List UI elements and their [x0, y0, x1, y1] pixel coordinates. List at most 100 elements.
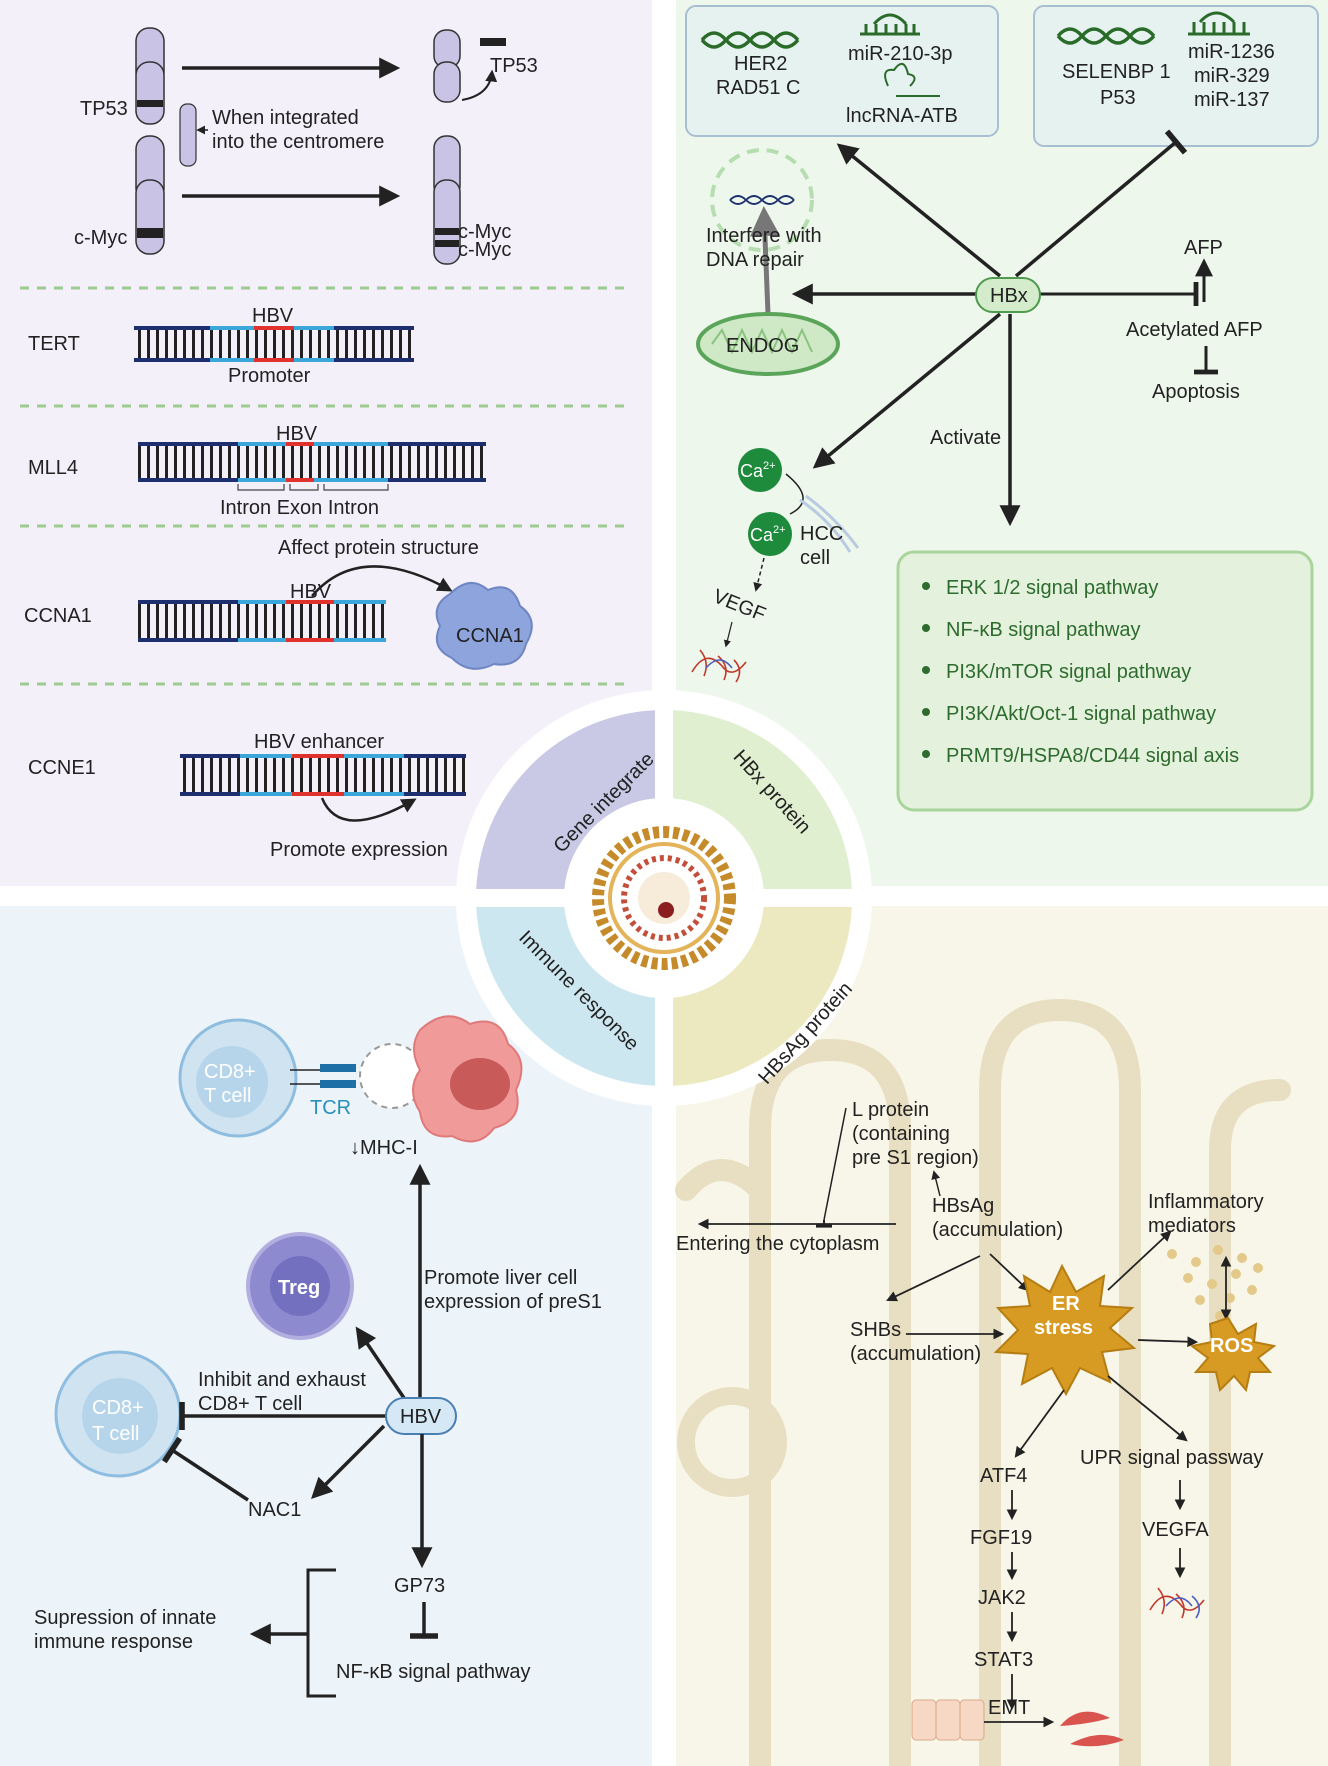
afp-label: AFP [1184, 237, 1223, 259]
box1-rna-1: miR-210-3p [848, 43, 952, 65]
ccna1-protein-blob [435, 582, 533, 670]
endog-label: ENDOG [726, 335, 799, 357]
acetylated-afp-label: Acetylated AFP [1126, 319, 1263, 341]
tp53-fragment [480, 38, 506, 46]
ccna1-affect-arrow [311, 565, 453, 597]
ca-ion-1 [738, 448, 782, 492]
tert-label: TERT [28, 333, 80, 355]
inflammatory-label: Inflammatory mediators [1148, 1191, 1269, 1237]
dna-icon-1 [700, 31, 800, 49]
gp73-label: GP73 [394, 1575, 445, 1597]
ccna1-dna [138, 600, 386, 642]
lncrna-icon [884, 63, 940, 97]
tp53-release-arrow [461, 69, 498, 101]
hbv-to-treg-arrow [355, 1326, 406, 1399]
cd8-top-label: CD8+ T cell [204, 1061, 261, 1107]
pathways-box [896, 550, 1314, 812]
ccna1-affect-label: Affect protein structure [278, 537, 479, 559]
mll4-hbv-label: HBV [276, 423, 318, 445]
cd8-bottom-label: CD8+ T cell [92, 1397, 149, 1445]
box2-gene-2: P53 [1100, 87, 1136, 109]
bullet-icon [922, 624, 930, 632]
bullet-icon [922, 582, 930, 590]
tert-hbv-label: HBV [252, 305, 294, 327]
er-to-upr-arrow [1107, 1375, 1188, 1442]
hbx-node-label: HBx [990, 285, 1028, 307]
hbv-node-label: HBV [400, 1406, 442, 1428]
centromere-fragment [179, 103, 197, 167]
hbx-to-box1-arrow [836, 143, 1002, 278]
treg-nucleus [270, 1256, 330, 1316]
ccne1-promote-label: Promote expression [270, 839, 448, 861]
lprotein-line [823, 1107, 847, 1221]
ros-star [1189, 1316, 1277, 1393]
vessel-icon-2 [1149, 1587, 1205, 1619]
mesenchymal-cells-icon [1060, 1711, 1124, 1747]
nac1-label: NAC1 [248, 1499, 301, 1521]
lprotein-label: L protein (containing pre S1 region) [852, 1099, 979, 1169]
cmyc-left-label: c-Myc [74, 227, 127, 249]
box2-rna-2: miR-329 [1194, 65, 1270, 87]
vessel-icon-1b [705, 659, 733, 669]
cmyc-chromosome-left [135, 135, 165, 255]
ros-label: ROS [1210, 1335, 1253, 1357]
fgf19-label: FGF19 [970, 1527, 1032, 1549]
tert-dna [134, 326, 414, 362]
dna-repair-icon [729, 195, 795, 205]
er-stress-label: ER stress [1034, 1293, 1093, 1339]
ccna1-protein-label: CCNA1 [456, 625, 524, 647]
dna-icon-2 [1056, 27, 1156, 45]
activate-label: Activate [930, 427, 1001, 449]
hbsag-acc-label: HBsAg (accumulation) [932, 1195, 1063, 1241]
hbsag-to-er-arrow [989, 1253, 1030, 1292]
mll4-dna [138, 442, 486, 482]
mhc-label: ↓MHC-I [350, 1137, 418, 1159]
cmyc-chromosome-right [433, 135, 461, 265]
box2-gene-1: SELENBP 1 [1062, 61, 1171, 83]
ca-to-vegf-dashed [753, 557, 765, 592]
mll4-label: MLL4 [28, 457, 78, 479]
hbv-virus-icon [592, 826, 736, 970]
stat3-label: STAT3 [974, 1649, 1033, 1671]
promote-label: Promote liver cell expression of preS1 [424, 1267, 602, 1313]
pathway-item-1: ERK 1/2 signal pathway [946, 577, 1158, 599]
vegfa-label: VEGFA [1142, 1519, 1209, 1541]
endog-to-dna-arrow [749, 206, 780, 315]
ccna1-label: CCNA1 [24, 605, 92, 627]
nfkb-label: NF-κB signal pathway [336, 1661, 531, 1683]
entering-label: Entering the cytoplasm [676, 1233, 879, 1255]
tert-promoter-label: Promoter [228, 365, 311, 387]
hbx-to-box2-inhibit [1014, 129, 1188, 278]
ccne1-enhancer-label: HBV enhancer [254, 731, 384, 753]
cd8-tcell-top-nucleus [196, 1046, 268, 1118]
pathway-item-5: PRMT9/HSPA8/CD44 signal axis [946, 745, 1239, 767]
pathway-item-4: PI3K/Akt/Oct-1 signal pathway [946, 703, 1216, 725]
tcr-label: TCR [310, 1097, 351, 1119]
dna-repair-circle [710, 148, 814, 252]
ccne1-label: CCNE1 [28, 757, 96, 779]
upr-label: UPR signal passway [1080, 1447, 1263, 1469]
cmyc-right-label-2: c-Myc [458, 239, 511, 261]
cd8-tcell-bottom-nucleus [82, 1378, 158, 1454]
inhibit-label: Inhibit and exhaust CD8+ T cell [198, 1369, 371, 1415]
ca-ion-2 [748, 512, 792, 556]
tp53-left-label: TP53 [80, 98, 128, 120]
box2-rna-1: miR-1236 [1188, 41, 1275, 63]
er-stress-star [993, 1263, 1137, 1397]
hbv-to-nac1-arrow [311, 1424, 386, 1499]
endog-cristae [711, 327, 813, 355]
pathway-item-2: NF-κB signal pathway [946, 619, 1141, 641]
hbx-to-ca-arrow [812, 312, 1002, 469]
ccne1-promote-arrow [320, 797, 417, 822]
bullet-icon [922, 666, 930, 674]
hbsag-to-lprotein-arrow [931, 1170, 941, 1197]
er-membrane [675, 998, 1291, 1766]
apoptosis-label: Apoptosis [1152, 381, 1240, 403]
centromere-label: When integrated into the centromere [212, 107, 384, 153]
shbs-label: SHBs (accumulation) [850, 1319, 981, 1365]
mirna-icon-2 [1188, 11, 1250, 36]
er-vesicle [677, 1387, 787, 1497]
target-box-1 [685, 5, 999, 137]
cmyc-right-label-1: c-Myc [458, 221, 511, 243]
